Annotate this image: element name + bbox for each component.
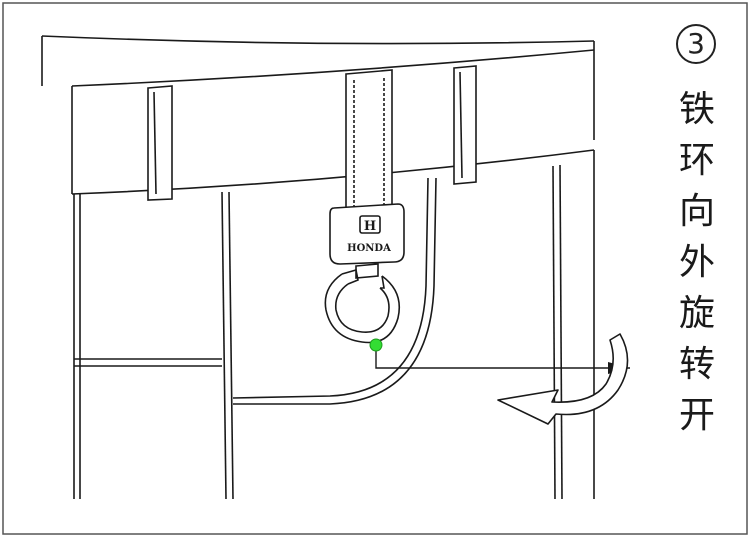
- brand-text: HONDA: [347, 243, 391, 254]
- step-number-badge: 3: [676, 24, 716, 64]
- emblem-letter: H: [364, 219, 376, 234]
- caption-char: 环: [678, 140, 715, 181]
- caption-char: 铁: [678, 89, 715, 130]
- key-fob: [329, 203, 405, 279]
- key-strap: [345, 69, 393, 215]
- metal-ring: [324, 268, 401, 344]
- marker-dot: [369, 338, 383, 352]
- caption-char: 开: [678, 395, 715, 436]
- rotation-arrow-icon: [497, 333, 629, 425]
- instruction-caption: 铁 环 向 外 旋 转 开: [672, 84, 722, 441]
- belt-loops: [147, 65, 477, 201]
- caption-char: 向: [678, 191, 715, 232]
- step-number: 3: [687, 27, 705, 60]
- caption-char: 转: [678, 344, 715, 385]
- caption-char: 外: [678, 242, 715, 283]
- caption-char: 旋: [678, 293, 715, 334]
- pants-panel: [41, 35, 595, 500]
- leader-line: [375, 346, 630, 369]
